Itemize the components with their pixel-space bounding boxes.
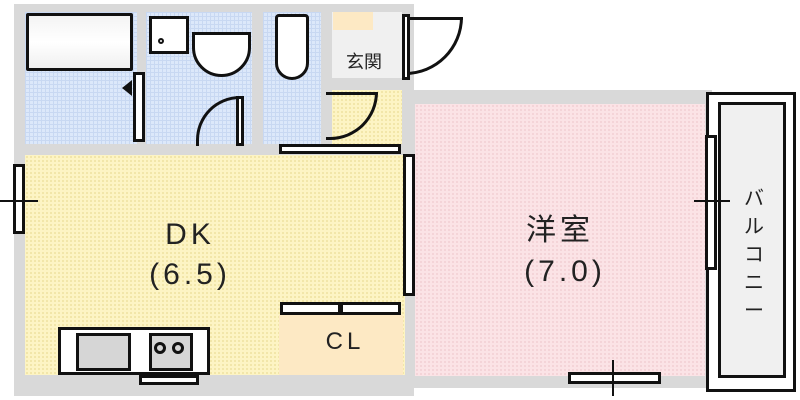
washing-machine-pan xyxy=(149,16,189,54)
outside-area xyxy=(414,0,800,90)
bathtub xyxy=(26,13,133,71)
sink xyxy=(76,333,131,371)
western-room xyxy=(415,104,705,376)
entrance-door-jamb xyxy=(402,14,410,80)
balcony-window[interactable] xyxy=(705,135,717,270)
balcony xyxy=(718,102,786,378)
closet-label: CL xyxy=(325,328,365,355)
shoe-closet xyxy=(333,12,373,30)
kitchen-window[interactable] xyxy=(139,375,199,385)
western-room-size: (7.0) xyxy=(524,255,606,288)
dk-label: DK xyxy=(165,218,215,251)
burner-icon xyxy=(172,342,184,354)
closet-door-right[interactable] xyxy=(340,302,401,315)
entrance-label: 玄関 xyxy=(346,52,382,72)
sliding-door[interactable] xyxy=(279,144,401,154)
closet xyxy=(279,315,403,375)
closet-door-left[interactable] xyxy=(280,302,341,315)
western-room-window-bottom[interactable] xyxy=(568,372,661,384)
window-mark xyxy=(694,200,730,202)
burner-icon xyxy=(154,342,166,354)
window-mark xyxy=(612,360,614,396)
toilet xyxy=(275,14,309,80)
partition-sliding-door[interactable] xyxy=(403,154,415,296)
window-mark xyxy=(0,200,38,202)
balcony-label: バルコニー xyxy=(744,188,764,322)
bathroom-door[interactable] xyxy=(133,72,145,142)
bathroom-door-handle-icon xyxy=(122,80,132,96)
western-room-label: 洋室 xyxy=(526,214,594,247)
drain-icon xyxy=(158,38,164,44)
stove xyxy=(149,333,193,371)
dk-size: (6.5) xyxy=(149,258,231,291)
dk-window-left[interactable] xyxy=(13,164,25,234)
washroom-door[interactable] xyxy=(236,96,244,146)
